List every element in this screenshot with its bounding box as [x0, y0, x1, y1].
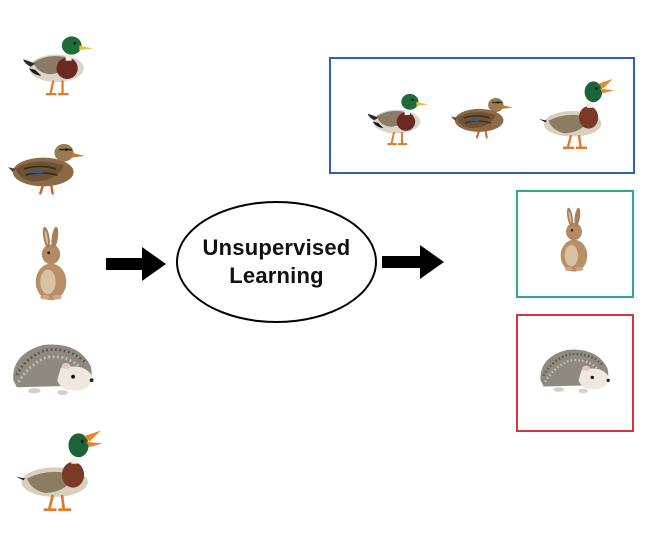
mallard-drake-quacking-icon — [16, 428, 108, 516]
rabbit-icon — [28, 224, 74, 306]
hedgehog-icon — [8, 336, 96, 398]
duck-cluster-box — [329, 57, 635, 174]
cluster-hedgehog-icon — [536, 342, 612, 396]
process-label-line2: Learning — [229, 263, 324, 288]
cluster-mallard-drake-icon — [365, 81, 431, 153]
output-arrow-icon — [382, 245, 444, 279]
mallard-drake-icon — [20, 24, 96, 102]
cluster-mallard-hen-icon — [451, 85, 515, 143]
mallard-hen-icon — [8, 130, 88, 198]
cluster-mallard-drake-quacking-icon — [539, 75, 619, 155]
input-arrow-icon — [106, 247, 166, 281]
process-label-line1: Unsupervised — [202, 235, 351, 260]
hedgehog-cluster-box — [516, 314, 634, 432]
unsupervised-learning-node: Unsupervised Learning — [176, 201, 377, 323]
cluster-rabbit-icon — [554, 204, 594, 278]
rabbit-cluster-box — [516, 190, 634, 298]
